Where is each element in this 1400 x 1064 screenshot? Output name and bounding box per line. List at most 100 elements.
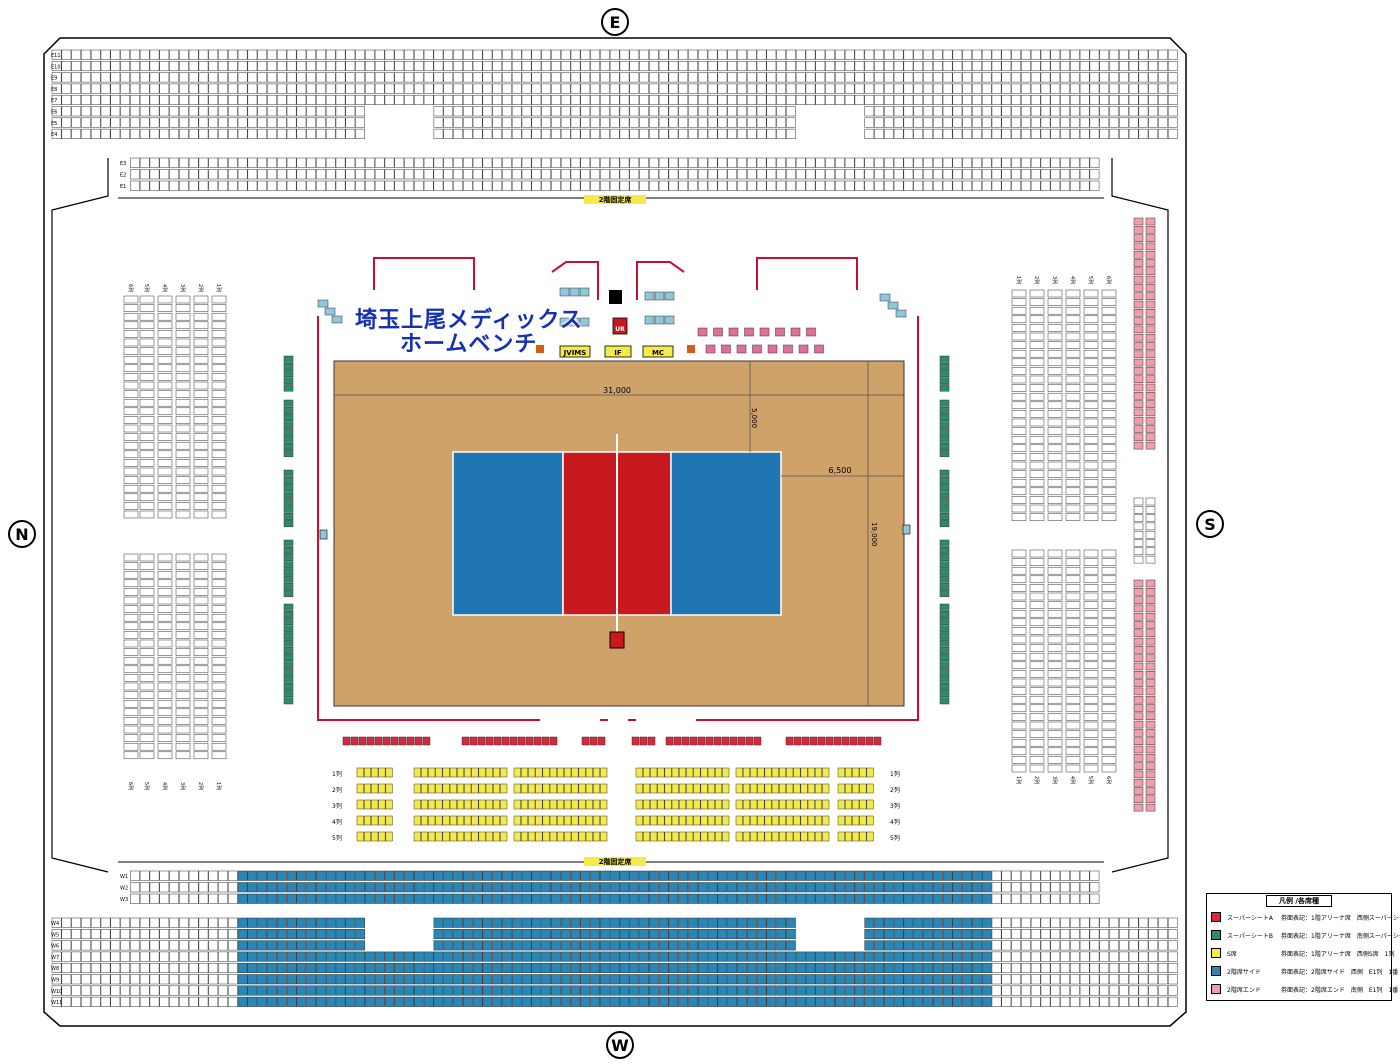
seat-east[interactable]	[1099, 49, 1110, 60]
seat-east[interactable]	[560, 128, 571, 139]
seat-east-inner[interactable]	[1079, 157, 1090, 168]
seat-east[interactable]	[1040, 94, 1051, 105]
seat-s[interactable]	[635, 767, 643, 778]
seat-s[interactable]	[500, 767, 508, 778]
seat-west[interactable]	[267, 985, 277, 996]
seat-s[interactable]	[700, 767, 708, 778]
seat-end[interactable]	[211, 398, 227, 407]
seat-west-inner[interactable]	[864, 870, 875, 881]
seat-s[interactable]	[722, 831, 730, 842]
seat-west-inner[interactable]	[482, 893, 493, 904]
seat-west-inner[interactable]	[649, 870, 659, 881]
seat-east[interactable]	[1060, 94, 1070, 105]
seat-s[interactable]	[485, 815, 493, 826]
seat-s[interactable]	[585, 767, 593, 778]
seat-east[interactable]	[1099, 94, 1110, 105]
seat-end[interactable]	[1011, 549, 1027, 558]
seat-east[interactable]	[169, 117, 179, 128]
seat-east[interactable]	[981, 94, 992, 105]
seat-end[interactable]	[1011, 566, 1027, 575]
seat-s[interactable]	[852, 767, 860, 778]
seat-s[interactable]	[714, 831, 723, 842]
seat-east-inner[interactable]	[1079, 180, 1090, 191]
seat-s[interactable]	[542, 815, 550, 826]
seat-west[interactable]	[130, 940, 140, 951]
seat-east[interactable]	[296, 61, 307, 72]
seat-west[interactable]	[786, 974, 796, 985]
seat-end[interactable]	[1065, 384, 1081, 392]
seat-s[interactable]	[757, 783, 765, 794]
seat-end-pink[interactable]	[1145, 646, 1156, 654]
seat-end[interactable]	[1065, 652, 1081, 661]
seat-east[interactable]	[903, 72, 914, 83]
seat-east[interactable]	[580, 72, 591, 83]
seat-west[interactable]	[267, 974, 277, 985]
seat-east[interactable]	[1030, 83, 1041, 94]
seat-end[interactable]	[1011, 332, 1027, 341]
seat-east[interactable]	[688, 49, 698, 60]
seat-west[interactable]	[110, 974, 121, 985]
seat-east-inner[interactable]	[795, 169, 806, 180]
seat-east[interactable]	[139, 94, 150, 105]
seat-east[interactable]	[795, 83, 806, 94]
seat-end[interactable]	[1047, 418, 1063, 427]
seat-east[interactable]	[678, 117, 689, 128]
seat-end[interactable]	[175, 330, 191, 338]
seat-west[interactable]	[649, 962, 659, 973]
seat-west[interactable]	[1060, 996, 1070, 1007]
seat-west[interactable]	[903, 917, 914, 928]
seat-west[interactable]	[1070, 940, 1080, 951]
seat-east[interactable]	[746, 117, 757, 128]
seat-west[interactable]	[776, 985, 786, 996]
seat-super-b[interactable]	[939, 603, 950, 611]
seat-west[interactable]	[668, 951, 679, 962]
seat-west[interactable]	[844, 962, 855, 973]
seat-end[interactable]	[157, 295, 173, 304]
seat-s[interactable]	[578, 767, 586, 778]
seat-super-a-pink[interactable]	[798, 344, 809, 354]
seat-east[interactable]	[600, 94, 610, 105]
seat-end[interactable]	[1011, 306, 1027, 315]
seat-end[interactable]	[1011, 504, 1027, 513]
seat-east[interactable]	[1167, 94, 1178, 105]
seat-west[interactable]	[580, 917, 591, 928]
seat-west[interactable]	[678, 974, 689, 985]
seat-west[interactable]	[707, 929, 718, 940]
seat-west[interactable]	[1021, 951, 1031, 962]
seat-east[interactable]	[629, 106, 640, 117]
seat-s[interactable]	[678, 831, 687, 842]
seat-west-inner[interactable]	[453, 870, 463, 881]
seat-west[interactable]	[414, 974, 424, 985]
seat-end[interactable]	[1133, 547, 1144, 556]
seat-east[interactable]	[51, 49, 62, 60]
seat-east[interactable]	[658, 83, 669, 94]
seat-end[interactable]	[211, 674, 227, 682]
seat-east[interactable]	[1128, 49, 1139, 60]
seat-east-inner[interactable]	[443, 169, 454, 180]
seat-west-inner[interactable]	[972, 882, 982, 893]
seat-east[interactable]	[335, 61, 346, 72]
seat-east-inner[interactable]	[374, 180, 385, 191]
seat-super-b[interactable]	[939, 610, 950, 618]
seat-east[interactable]	[1001, 83, 1012, 94]
seat-west-inner[interactable]	[1040, 870, 1051, 881]
seat-end[interactable]	[123, 717, 139, 725]
seat-s[interactable]	[542, 831, 550, 842]
seat-east[interactable]	[374, 83, 385, 94]
seat-west[interactable]	[1128, 929, 1139, 940]
seat-west[interactable]	[668, 974, 679, 985]
seat-east[interactable]	[296, 128, 307, 139]
seat-west-inner[interactable]	[286, 870, 297, 881]
seat-end[interactable]	[1101, 375, 1117, 384]
seat-end[interactable]	[193, 656, 209, 665]
seat-east[interactable]	[81, 117, 91, 128]
seat-end-pink[interactable]	[1145, 737, 1156, 745]
seat-end[interactable]	[1029, 341, 1045, 349]
seat-west[interactable]	[786, 985, 796, 996]
seat-west[interactable]	[756, 985, 767, 996]
seat-east-inner[interactable]	[1011, 169, 1021, 180]
seat-end[interactable]	[139, 596, 155, 605]
seat-west-inner[interactable]	[159, 870, 170, 881]
seat-east[interactable]	[267, 83, 277, 94]
seat-west-inner[interactable]	[942, 882, 953, 893]
